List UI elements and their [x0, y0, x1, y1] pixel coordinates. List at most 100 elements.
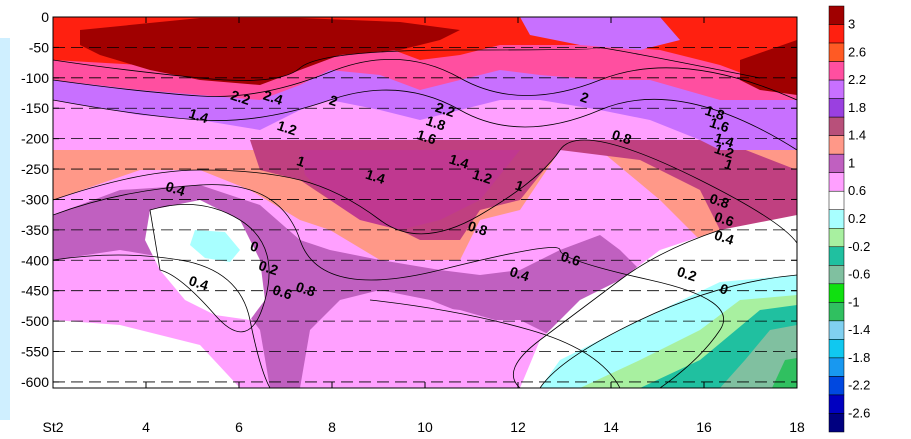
x-tick-label: 12: [510, 419, 526, 435]
contour-label: 1.8: [424, 112, 448, 133]
region-neg-1-8-corner: [772, 358, 797, 388]
colorbar-swatch: [828, 135, 845, 155]
y-tick-label: -300: [21, 191, 49, 207]
colorbar-swatch: [828, 153, 845, 173]
colorbar-swatch: [828, 24, 845, 44]
contour-label: 2.4: [261, 87, 285, 108]
colorbar-label: -0.6: [848, 267, 870, 282]
region-neg-1-4-corner: [720, 325, 797, 388]
colorbar-swatch: [828, 320, 845, 340]
colorbar-swatch: [828, 302, 845, 322]
contour-label: 0.6: [559, 248, 583, 269]
x-tick-label: St2: [42, 419, 63, 435]
contour-label: 1.2: [275, 117, 299, 138]
colorbar-label: -1.4: [848, 322, 870, 337]
contour-label: 0.2: [675, 263, 699, 284]
colorbar-label: 1.8: [848, 100, 866, 115]
x-tick-label: 10: [417, 419, 433, 435]
colorbar-swatch: [828, 190, 845, 210]
y-tick-label: -600: [21, 374, 49, 390]
contour-label: 1.4: [712, 129, 736, 150]
colorbar-swatch: [828, 265, 845, 285]
x-tick-label: 14: [603, 419, 619, 435]
contour-label: 1.4: [364, 166, 388, 187]
contour-line: [539, 274, 797, 388]
colorbar-swatch: [828, 246, 845, 266]
x-tick-label: 4: [142, 419, 150, 435]
contour-label: 1.8: [703, 102, 727, 123]
colorbar-label: 1: [848, 155, 855, 170]
colorbar-label: 0.2: [848, 211, 866, 226]
contour-label: 0.6: [271, 281, 295, 302]
y-tick-label: -100: [21, 70, 49, 86]
contour-label: 2.2: [433, 99, 457, 120]
contour-line: [53, 184, 725, 388]
colorbar-swatch: [828, 413, 845, 433]
y-tick-label: -350: [21, 222, 49, 238]
contour-label: 0.8: [294, 278, 318, 299]
y-tick-label: -50: [29, 39, 49, 55]
colorbar: 3 2.6 2.2 1.8 1.4 1 0.6 0.2 -0.2 -0.6 -1 -1.4 -1.8 -2…: [828, 5, 870, 433]
x-tick-label: 18: [789, 419, 805, 435]
contour-label: 0.2: [257, 257, 281, 278]
contour-label: 0.6: [712, 208, 736, 229]
region-purple-top-mid: [520, 17, 680, 50]
colorbar-label: -1.8: [848, 350, 870, 365]
y-tick-label: -200: [21, 131, 49, 147]
colorbar-label: 0.6: [848, 183, 866, 198]
contour-label: 1.4: [447, 151, 471, 172]
contour-line: [53, 59, 797, 101]
gridlines: [53, 47, 797, 383]
x-tick-label: 16: [696, 419, 712, 435]
y-tick-label: -250: [21, 161, 49, 177]
colorbar-label: -0.2: [848, 239, 870, 254]
contour-line: [369, 299, 621, 388]
colorbar-swatch: [828, 79, 845, 99]
contour-label: 2.2: [229, 87, 253, 108]
colorbar-swatch: [828, 283, 845, 303]
contour-label: 0.4: [508, 263, 532, 284]
colorbar-swatch: [828, 357, 845, 377]
contour-label: 0.4: [164, 178, 188, 199]
region-3-top-right: [740, 40, 797, 95]
region-neg-0-2-left: [190, 230, 240, 262]
y-tick-label: -500: [21, 313, 49, 329]
contour-line: [53, 47, 761, 81]
colorbar-label: 2.6: [848, 44, 866, 59]
contour-label: 0.4: [712, 227, 736, 248]
left-strip: [0, 38, 10, 420]
contour-line: [53, 89, 797, 151]
y-tick-label: -150: [21, 100, 49, 116]
contour-line: [53, 139, 797, 260]
colorbar-label: 1.4: [848, 128, 866, 143]
contour-lines: [53, 47, 797, 388]
y-tick-label: -400: [21, 252, 49, 268]
y-tick-label: 0: [41, 9, 49, 25]
contour-label: 0.8: [466, 218, 490, 239]
contour-label: 1.6: [415, 126, 439, 147]
contour-label: 1.2: [712, 140, 736, 161]
colorbar-swatch: [828, 339, 845, 359]
colorbar-label: 3: [848, 17, 855, 32]
colorbar-swatch: [828, 5, 845, 25]
region-white-bottom-left-tri: [53, 320, 240, 388]
y-tick-label: -450: [21, 283, 49, 299]
colorbar-label: -1: [848, 294, 860, 309]
colorbar-label: 2.2: [848, 72, 866, 87]
colorbar-label: -2.6: [848, 405, 870, 420]
contour-label: 1.4: [187, 105, 211, 126]
contour-label: 1.2: [471, 166, 495, 187]
contour-label: 0.4: [187, 272, 211, 293]
contour-label: 1.6: [708, 114, 732, 135]
contour-label: 0.8: [610, 126, 634, 147]
colorbar-swatch: [828, 172, 845, 192]
contour-line: [149, 204, 270, 333]
colorbar-swatch: [828, 42, 845, 62]
colorbar-swatch: [828, 209, 845, 229]
colorbar-swatch: [828, 394, 845, 414]
contour-line: [53, 254, 271, 388]
x-tick-label: 6: [235, 419, 243, 435]
